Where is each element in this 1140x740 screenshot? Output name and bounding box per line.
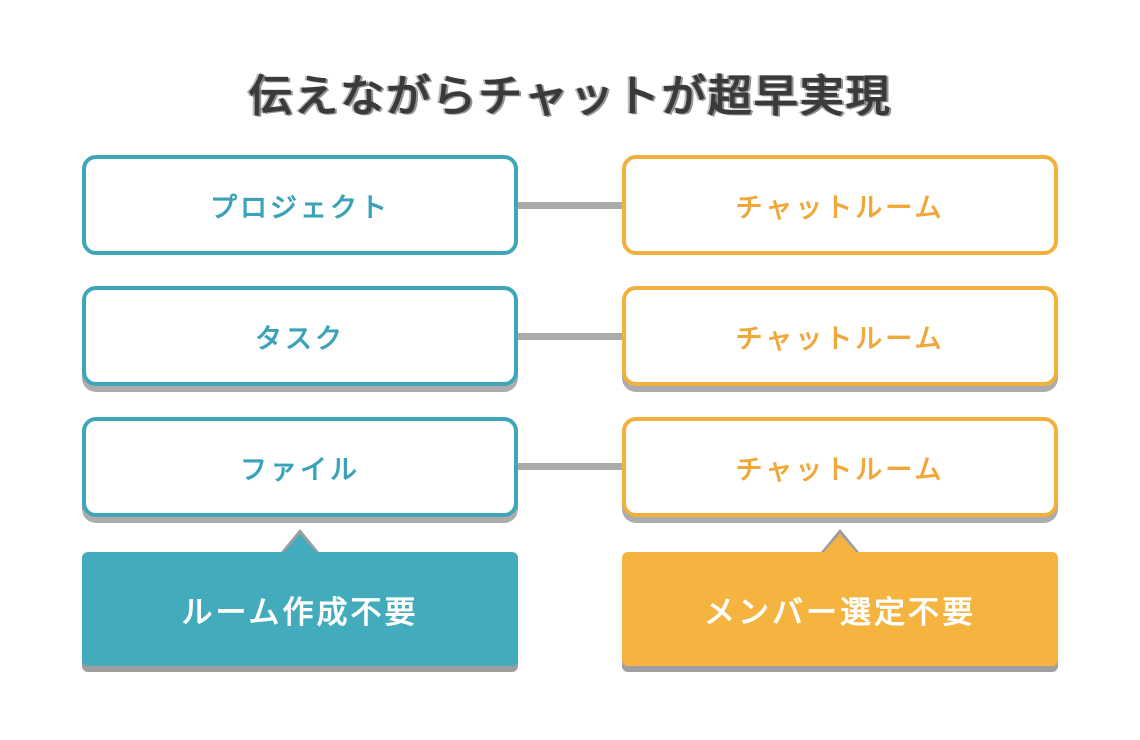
chatroom-box: チャットルーム <box>622 417 1058 517</box>
no-member-selection-label: メンバー選定不要 <box>704 594 976 630</box>
chatroom-box-label: チャットルーム <box>735 192 945 223</box>
no-member-selection-badge: メンバー選定不要 <box>622 529 1058 666</box>
up-arrow-tail-icon <box>824 534 856 552</box>
project-box: プロジェクト <box>82 155 518 255</box>
task-box-label: タスク <box>255 323 345 354</box>
diagram-title: 伝えながらチャットが超早実現 <box>248 72 892 121</box>
connector-line <box>518 202 622 209</box>
file-box: ファイル <box>82 417 518 517</box>
up-arrow-tail-icon <box>284 534 316 552</box>
connector-line <box>518 463 622 470</box>
connector-line <box>518 333 622 340</box>
no-room-creation-label: ルーム作成不要 <box>181 594 419 630</box>
no-room-creation-badge: ルーム作成不要 <box>82 529 518 666</box>
chatroom-box: チャットルーム <box>622 155 1058 255</box>
chatroom-box-label: チャットルーム <box>735 323 945 354</box>
task-box: タスク <box>82 286 518 386</box>
chatroom-box-label: チャットルーム <box>735 454 945 485</box>
project-box-label: プロジェクト <box>210 192 390 223</box>
chatroom-box: チャットルーム <box>622 286 1058 386</box>
file-box-label: ファイル <box>240 454 360 485</box>
